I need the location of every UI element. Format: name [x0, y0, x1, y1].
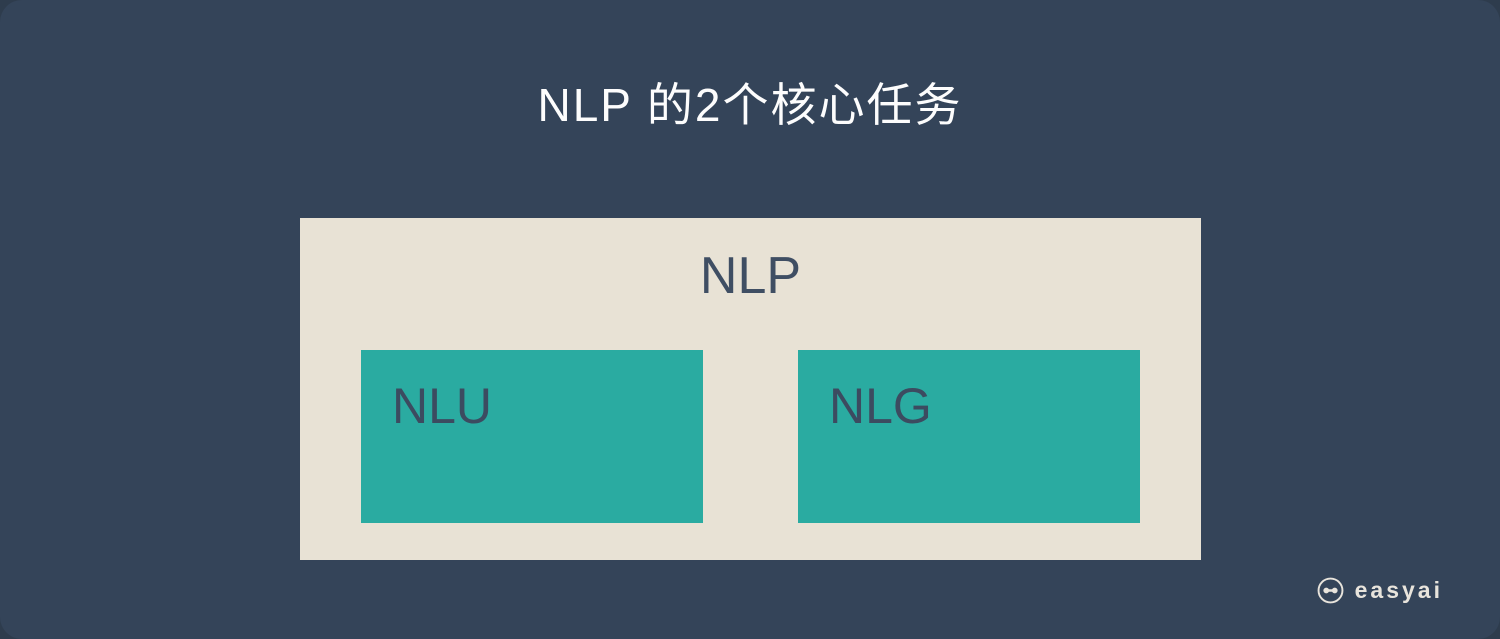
- slide-title: NLP 的2个核心任务: [537, 79, 963, 131]
- brand-logo: easyai: [1317, 576, 1443, 604]
- easyai-eyes-icon: [1317, 577, 1344, 604]
- brand-name: easyai: [1354, 576, 1443, 603]
- nlu-label: NLU: [392, 378, 493, 434]
- nlu-box: NLU: [361, 350, 703, 523]
- nlg-label: NLG: [829, 378, 932, 434]
- nlp-parent-box: NLP NLU NLG: [300, 218, 1201, 560]
- nlp-parent-label: NLP: [699, 247, 802, 305]
- nlg-box: NLG: [798, 350, 1140, 523]
